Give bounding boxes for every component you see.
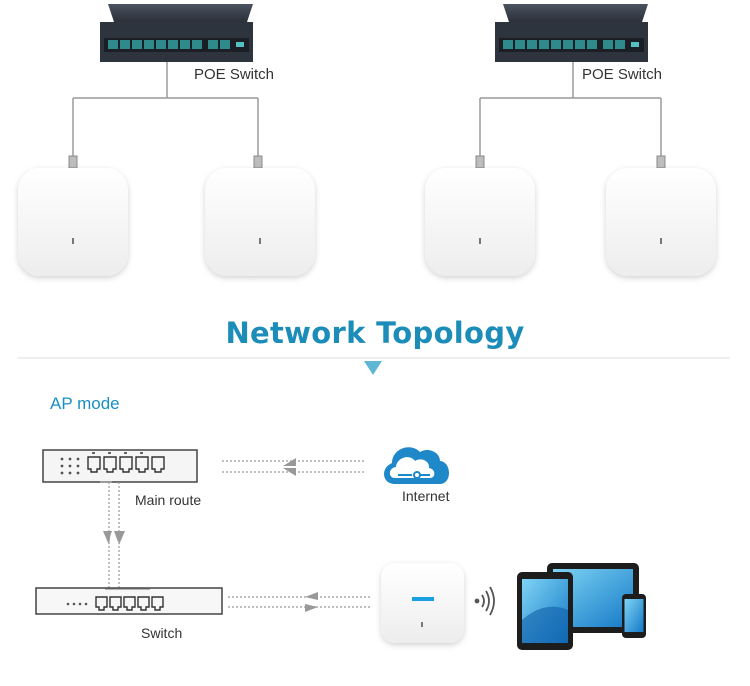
link-switch-ap bbox=[228, 592, 372, 612]
rj45-plug bbox=[475, 155, 666, 169]
access-point-right-1 bbox=[425, 168, 535, 276]
poe-switch-label-left: POE Switch bbox=[194, 66, 275, 83]
divider-triangle-icon bbox=[364, 361, 382, 375]
poe-switch-right bbox=[495, 4, 648, 62]
internet-label: Internet bbox=[402, 488, 450, 504]
mode-label: AP mode bbox=[50, 394, 120, 413]
poe-cables-left bbox=[72, 62, 259, 158]
cloud-icon bbox=[384, 447, 449, 484]
poe-cables-right bbox=[479, 62, 662, 158]
poe-switch-label-right: POE Switch bbox=[582, 66, 663, 83]
access-point-left-2 bbox=[205, 168, 315, 276]
main-router-device bbox=[42, 449, 198, 483]
rj45-plug bbox=[68, 155, 263, 169]
main-route-label: Main route bbox=[135, 492, 202, 508]
access-point-left-1 bbox=[18, 168, 128, 276]
poe-switch-left bbox=[100, 4, 253, 62]
switch-label: Switch bbox=[141, 625, 183, 641]
link-router-switch bbox=[103, 482, 125, 596]
phone-icon bbox=[622, 594, 646, 638]
access-point-right-2 bbox=[606, 168, 716, 276]
tablet-icon bbox=[517, 572, 573, 650]
access-point-device bbox=[381, 563, 464, 643]
switch-device bbox=[35, 587, 223, 615]
wifi-waves-icon bbox=[474, 586, 495, 616]
diagram-title: Network Topology bbox=[225, 316, 525, 350]
link-router-internet bbox=[222, 458, 366, 476]
